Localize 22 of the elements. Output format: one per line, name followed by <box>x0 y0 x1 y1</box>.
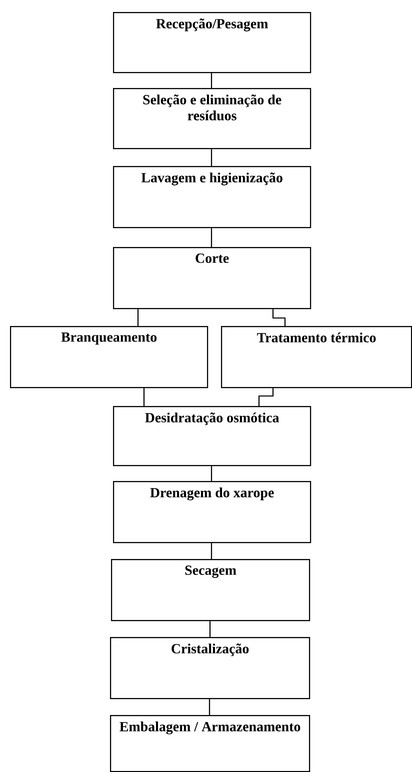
connector-line <box>272 309 286 326</box>
process-box: Lavagem e higienização <box>113 166 312 228</box>
process-box: Desidratação osmótica <box>113 406 312 466</box>
connector-line <box>137 309 139 326</box>
process-box: Tratamento térmico <box>221 326 412 388</box>
process-box: Secagem <box>111 559 310 622</box>
process-box: Embalagem / Armazenamento <box>110 715 310 772</box>
connector-line <box>210 73 212 88</box>
connector-line <box>208 699 210 715</box>
process-box: Seleção e eliminação de resíduos <box>113 88 312 150</box>
process-box: Corte <box>113 247 312 310</box>
connector-line <box>209 621 211 637</box>
connector-line <box>210 543 212 559</box>
process-box: Drenagem do xarope <box>113 481 312 544</box>
connector-line <box>258 388 274 406</box>
connector-line <box>143 388 145 406</box>
process-box: Recepção/Pesagem <box>113 12 312 74</box>
process-box: Cristalização <box>110 637 310 700</box>
connector-line <box>210 466 212 481</box>
connector-line <box>210 149 212 166</box>
process-box: Branqueamento <box>10 326 208 388</box>
connector-line <box>210 228 212 247</box>
